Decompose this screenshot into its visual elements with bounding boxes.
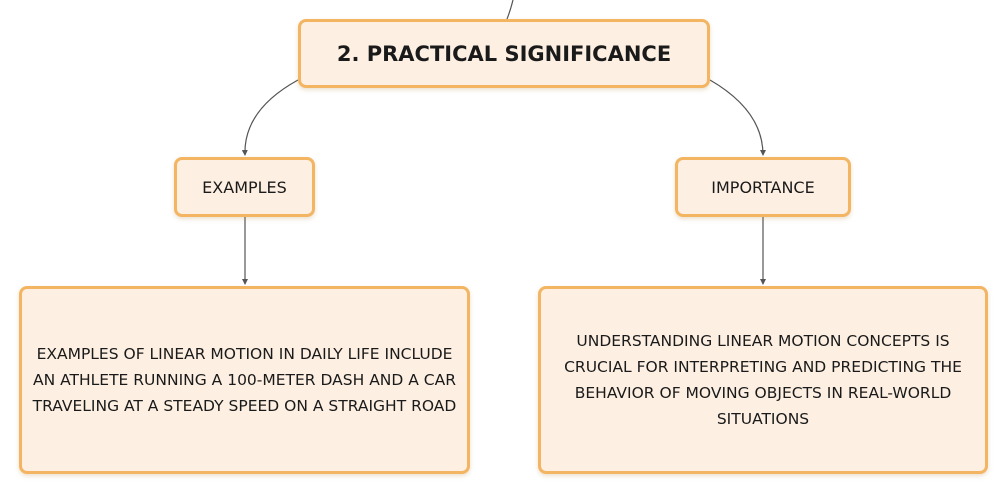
connector-root-to-importance bbox=[709, 79, 766, 156]
detail-node-importance[interactable]: UNDERSTANDING LINEAR MOTION CONCEPTS IS … bbox=[538, 286, 988, 474]
root-node[interactable]: 2. PRACTICAL SIGNIFICANCE bbox=[298, 19, 710, 88]
topic-node-examples-label: EXAMPLES bbox=[202, 177, 287, 197]
topic-node-importance-label: IMPORTANCE bbox=[711, 177, 815, 197]
root-node-title: 2. PRACTICAL SIGNIFICANCE bbox=[336, 41, 672, 66]
connector-root-to-examples bbox=[241, 79, 299, 156]
detail-node-examples[interactable]: EXAMPLES OF LINEAR MOTION IN DAILY LIFE … bbox=[19, 286, 470, 474]
detail-node-examples-text: EXAMPLES OF LINEAR MOTION IN DAILY LIFE … bbox=[32, 345, 457, 415]
topic-node-examples[interactable]: EXAMPLES bbox=[174, 157, 315, 217]
connector-incoming bbox=[506, 0, 514, 20]
detail-node-importance-text: UNDERSTANDING LINEAR MOTION CONCEPTS IS … bbox=[564, 332, 962, 428]
topic-node-importance[interactable]: IMPORTANCE bbox=[675, 157, 851, 217]
